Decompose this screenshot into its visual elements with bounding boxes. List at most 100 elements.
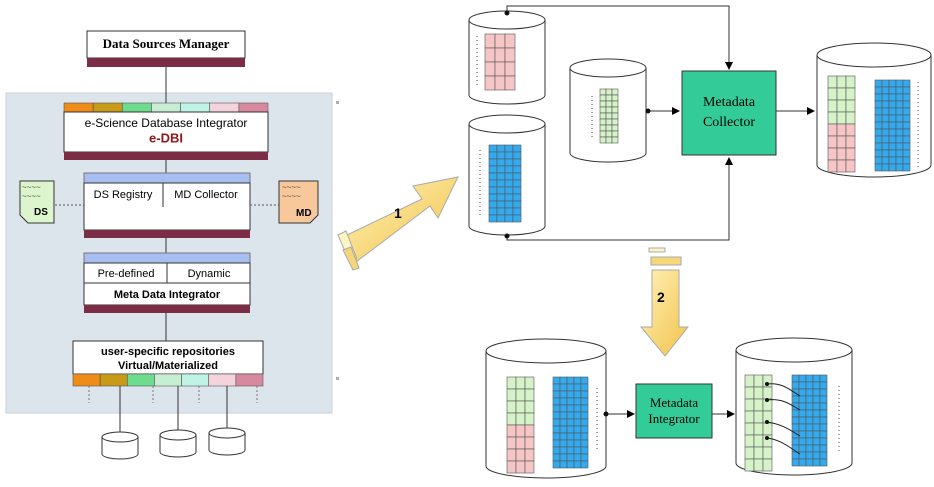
integrator-title: e-Science Database Integrator bbox=[85, 116, 248, 130]
grid-cell bbox=[488, 193, 498, 202]
grid-cell bbox=[484, 47, 496, 63]
grid-cell bbox=[496, 214, 506, 223]
pink-data-grid bbox=[484, 33, 516, 91]
link-curves bbox=[766, 383, 801, 455]
grid-cell bbox=[611, 88, 619, 96]
grid-cell bbox=[605, 124, 613, 132]
grid-cell bbox=[515, 460, 526, 474]
grid-cell bbox=[744, 410, 755, 424]
step-2-label: 2 bbox=[657, 289, 665, 305]
grid-cell bbox=[552, 425, 561, 434]
grid-cell bbox=[827, 159, 838, 173]
grid-cell bbox=[559, 390, 568, 399]
grid-cell bbox=[611, 118, 619, 126]
grid-cell bbox=[827, 75, 838, 89]
grid-cell bbox=[504, 214, 514, 223]
grid-cell bbox=[744, 434, 755, 448]
grid-cell bbox=[599, 118, 607, 126]
grid-cell bbox=[805, 451, 814, 460]
grid-cell bbox=[798, 388, 807, 397]
blue-data-grid bbox=[552, 376, 589, 469]
grid-cell bbox=[552, 404, 561, 413]
data-sources-manager-box bbox=[86, 30, 246, 59]
metadata-collector-line2: Collector bbox=[703, 115, 755, 130]
grid-cell bbox=[827, 123, 838, 137]
grid-cell bbox=[753, 458, 764, 472]
integrator-subtitle: e-DBI bbox=[149, 130, 183, 145]
grid-cell bbox=[798, 451, 807, 460]
grid-cell bbox=[559, 418, 568, 427]
grid-cell bbox=[744, 386, 755, 400]
grid-cell bbox=[827, 135, 838, 149]
grid-cell bbox=[573, 397, 582, 406]
grid-cell bbox=[819, 416, 828, 425]
grid-cell bbox=[881, 135, 890, 144]
grid-cell bbox=[559, 453, 568, 462]
grid-cell bbox=[494, 75, 506, 91]
md-note-label: MD bbox=[296, 208, 312, 219]
grid-cell bbox=[812, 402, 821, 411]
grid-cell bbox=[566, 404, 575, 413]
step-2-arrow bbox=[639, 247, 690, 357]
grid-cell bbox=[515, 424, 526, 438]
grid-cell bbox=[524, 388, 535, 402]
repositories-color-strip bbox=[72, 373, 264, 387]
grid-cell bbox=[488, 179, 498, 188]
grid-cell bbox=[812, 416, 821, 425]
grid-cell bbox=[611, 124, 619, 132]
grid-cell bbox=[484, 61, 496, 77]
grid-cell bbox=[496, 186, 506, 195]
metadata-integrator-line2: Integrator bbox=[648, 411, 700, 426]
grid-cell bbox=[496, 207, 506, 216]
grid-cell bbox=[805, 430, 814, 439]
grid-cell bbox=[512, 158, 522, 167]
grid-cell bbox=[791, 458, 800, 467]
grid-cell bbox=[552, 439, 561, 448]
grid-cell bbox=[504, 144, 514, 153]
grid-cell bbox=[566, 432, 575, 441]
grid-cell bbox=[791, 437, 800, 446]
grid-cell bbox=[881, 121, 890, 130]
grid-cell bbox=[573, 460, 582, 469]
grid-cell bbox=[559, 383, 568, 392]
grid-cell bbox=[488, 172, 498, 181]
grid-cell bbox=[559, 460, 568, 469]
grid-cell bbox=[506, 400, 517, 414]
grid-cell bbox=[566, 425, 575, 434]
grid-cell bbox=[506, 424, 517, 438]
grid-cell bbox=[512, 172, 522, 181]
color-segment bbox=[99, 373, 128, 387]
grid-cell bbox=[599, 94, 607, 102]
grid-cell bbox=[874, 107, 883, 116]
grid-cell bbox=[902, 79, 911, 88]
grid-cell bbox=[573, 453, 582, 462]
connection-dot bbox=[645, 108, 651, 114]
grid-cell bbox=[902, 135, 911, 144]
grid-cell bbox=[812, 437, 821, 446]
grid-cell bbox=[874, 86, 883, 95]
grid-cell bbox=[895, 163, 904, 172]
grid-cell bbox=[566, 446, 575, 455]
grid-cell bbox=[845, 135, 856, 149]
grid-cell bbox=[559, 411, 568, 420]
grid-cell bbox=[744, 458, 755, 472]
grid-cell bbox=[888, 163, 897, 172]
grid-cell bbox=[888, 121, 897, 130]
grid-cell bbox=[506, 412, 517, 426]
grid-cell bbox=[836, 123, 847, 137]
grid-cell bbox=[512, 193, 522, 202]
grid-cell bbox=[605, 130, 613, 138]
grid-cell bbox=[488, 144, 498, 153]
grid-cell bbox=[515, 412, 526, 426]
grid-cell bbox=[573, 418, 582, 427]
grid-cell bbox=[580, 404, 589, 413]
grid-cell bbox=[496, 200, 506, 209]
grid-cell bbox=[819, 430, 828, 439]
grid-cell bbox=[888, 149, 897, 158]
color-segment bbox=[151, 102, 181, 113]
grid-cell bbox=[805, 423, 814, 432]
grid-cell bbox=[566, 439, 575, 448]
grid-cell bbox=[791, 409, 800, 418]
grid-cell bbox=[744, 398, 755, 412]
